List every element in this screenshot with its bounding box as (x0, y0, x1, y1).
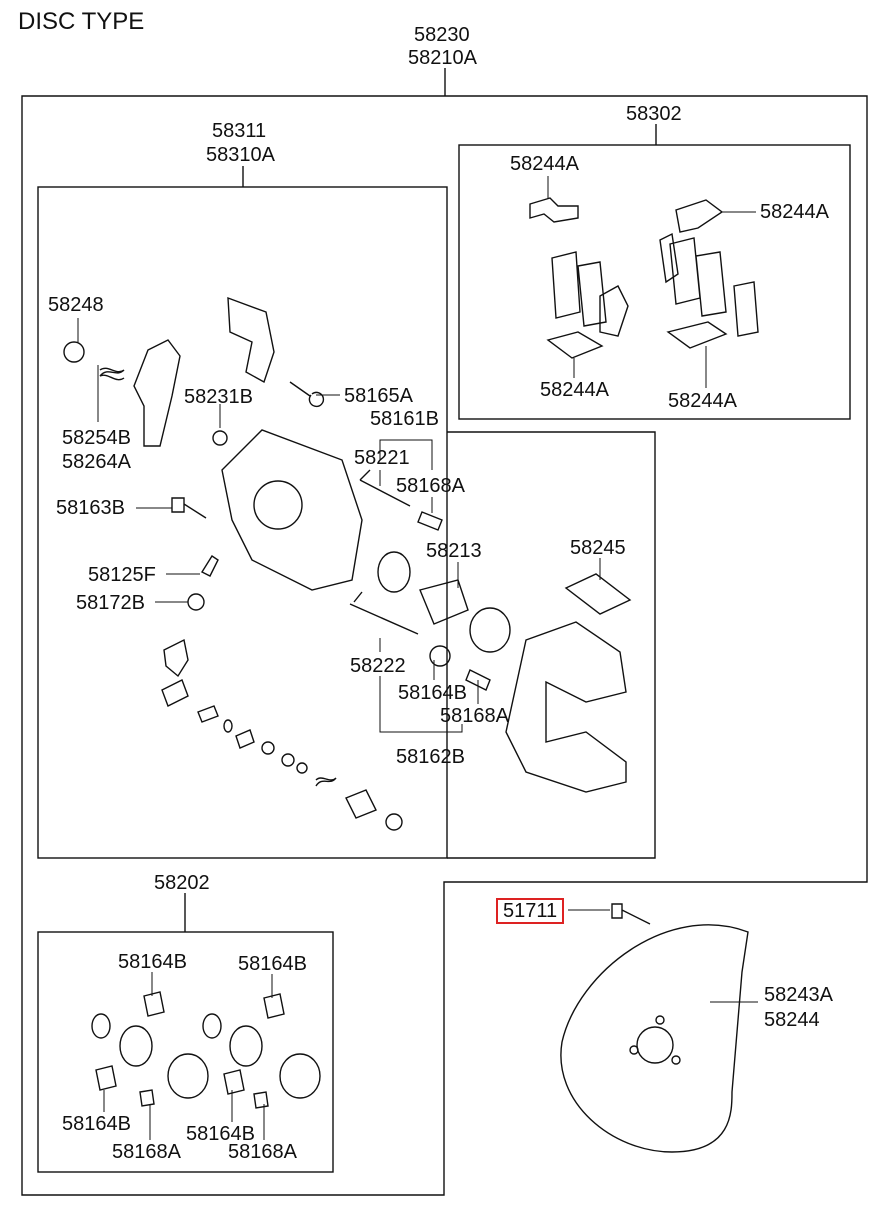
dust-shield (560, 924, 749, 1153)
clip-58244A-2 (675, 199, 724, 233)
spring-58254B (99, 367, 125, 381)
kit-ring-1 (91, 1013, 111, 1039)
dust-shield-parts (560, 903, 749, 1153)
part-label: 58168A (440, 705, 509, 727)
shim-left (599, 285, 629, 337)
assembly-frame (21, 68, 868, 1196)
pad-left (551, 251, 607, 327)
part-label: 58168A (112, 1141, 181, 1163)
pin-small (161, 679, 189, 707)
part-label: 58264A (62, 451, 131, 473)
caliper-number-alt: 58310A (206, 144, 275, 166)
caliper-parts (63, 296, 632, 831)
bolt-58165A (289, 381, 325, 408)
part-label: 58164B (118, 951, 187, 973)
piston (419, 579, 469, 625)
caliper-bore (253, 480, 303, 530)
part-label: 58243A (764, 984, 833, 1006)
highlighted-part-label[interactable]: 51711 (496, 898, 565, 924)
guide-pin-58221 (359, 469, 411, 507)
parking-bracket (227, 296, 275, 384)
part-label: 58244 (764, 1009, 820, 1031)
part-label: 58168A (396, 475, 465, 497)
kit-boot-small-1 (139, 1089, 155, 1107)
part-label: 58245 (570, 537, 626, 559)
page-title: DISC TYPE (18, 8, 145, 35)
part-label: 58244A (510, 153, 579, 175)
boot-58168A (417, 511, 443, 531)
part-label: 58165A (344, 385, 413, 407)
caliper-number: 58311 (212, 120, 267, 142)
pad-kit-parts (529, 197, 759, 359)
bushing-58164B (429, 645, 451, 667)
kit-bushing-2 (263, 993, 285, 1019)
part-label: 58244A (760, 201, 829, 223)
clip-58244A-4 (666, 321, 728, 349)
part-label: 58231B (184, 386, 253, 408)
seal-kit-parts (91, 991, 321, 1109)
part-label: 58161B (370, 408, 439, 430)
part-label: 58222 (350, 655, 406, 677)
kit-bushing-4 (223, 1069, 245, 1095)
backing-plate (733, 281, 759, 337)
part-label: 58162B (396, 746, 465, 768)
kit-bushing-1 (143, 991, 165, 1017)
part-label: 58164B (238, 953, 307, 975)
part-label: 58172B (76, 592, 145, 614)
pad-kit-number: 58302 (626, 103, 682, 125)
caliper-body (221, 429, 363, 591)
pad-right (669, 237, 727, 317)
part-label: 58244A (668, 390, 737, 412)
part-label: 58164B (186, 1123, 255, 1145)
part-label: 58221 (354, 447, 410, 469)
sleeve (163, 638, 189, 678)
bolt-51711 (611, 903, 651, 925)
washer-58231B (212, 430, 228, 446)
pad-kit-box (458, 144, 851, 420)
boot-ring (469, 607, 511, 653)
clip-58244A-3 (546, 331, 604, 359)
shim-right (659, 232, 679, 284)
assembly-number-alt: 58210A (408, 47, 477, 69)
clip-58244A-1 (529, 197, 579, 223)
part-label: 58248 (48, 294, 104, 316)
part-label: 58254B (62, 427, 131, 449)
part-label: 58164B (62, 1113, 131, 1135)
caliper-box (37, 186, 448, 859)
parking-lever (133, 339, 181, 447)
part-label: 58213 (426, 540, 482, 562)
kit-ring-2 (202, 1013, 222, 1039)
kit-seal-1 (119, 1025, 153, 1067)
seal-58213 (377, 551, 411, 593)
part-label: 58244A (540, 379, 609, 401)
bleeder-58125F (200, 555, 219, 577)
kit-boot-1 (167, 1053, 209, 1099)
kit-seal-2 (229, 1025, 263, 1067)
kit-bushing-3 (95, 1065, 117, 1091)
guide-pin-58222 (349, 591, 419, 635)
shield-hub (636, 1026, 674, 1064)
leader-lines (77, 176, 758, 1140)
caliper-box-extension (447, 431, 656, 859)
part-label: 58168A (228, 1141, 297, 1163)
caliper-bracket (505, 621, 627, 793)
small-parts-chain (197, 705, 403, 831)
bolt-58163B (171, 497, 207, 519)
assembly-number: 58230 (414, 24, 470, 46)
seal-kit-number: 58202 (154, 872, 210, 894)
part-label: 58164B (398, 682, 467, 704)
part-label: 58125F (88, 564, 156, 586)
nut-58248 (63, 341, 85, 363)
cap-58172B (187, 593, 205, 611)
shim-58245 (564, 573, 632, 615)
part-label: 58163B (56, 497, 125, 519)
kit-boot-small-2 (253, 1091, 269, 1109)
kit-boot-2 (279, 1053, 321, 1099)
boot-58168A-2 (465, 669, 491, 691)
